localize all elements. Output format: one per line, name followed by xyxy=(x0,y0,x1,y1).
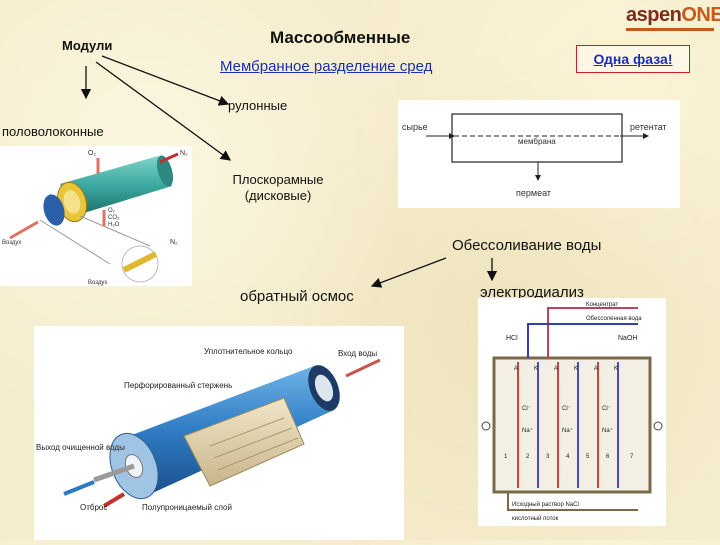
membrane-a3: A xyxy=(594,366,598,372)
arrow-air-in xyxy=(9,220,39,240)
co2-label: CO₂ xyxy=(108,215,120,221)
purified-out-label: Выход очищенной воды xyxy=(36,443,125,452)
electrode-right xyxy=(653,421,663,431)
n2-label: N₂ xyxy=(180,150,188,157)
naoh-label: NaOH xyxy=(618,335,637,342)
ro-cylinder xyxy=(93,365,340,500)
chamber-5: 5 xyxy=(586,454,590,460)
main-title: Массообменные xyxy=(270,28,411,47)
o2-sub-label: O₂ xyxy=(108,208,116,214)
reject-arrow xyxy=(102,492,126,508)
chloride-1: Cl⁻ xyxy=(522,406,531,412)
air-label-2: Воздух xyxy=(88,280,107,286)
perforated-core-label: Перфорированный стержень xyxy=(124,381,232,390)
logo-suffix: ONE xyxy=(681,4,720,26)
logo-prefix: aspen xyxy=(626,4,682,26)
desalted-line xyxy=(527,323,638,358)
semi-permeable-label: Полупроницаемый слой xyxy=(142,503,232,512)
plate-frame-label: Плоскорамные (дисковые) xyxy=(232,172,324,203)
membrane-k2: K xyxy=(574,366,578,372)
hcl-label: HCl xyxy=(506,335,518,342)
sodium-2: Na⁺ xyxy=(562,427,573,434)
membrane-label: мембрана xyxy=(518,137,556,146)
retentate-label: ретентат xyxy=(630,122,667,132)
sodium-3: Na⁺ xyxy=(602,427,613,434)
purified-arrow xyxy=(63,480,95,496)
electrodialysis-label: электродиализ xyxy=(480,284,584,301)
arrow-to-rolled xyxy=(101,55,230,106)
reverse-osmosis-diagram: Уплотнительное кольцо Вход воды Перфорир… xyxy=(34,326,404,540)
water-in-arrow xyxy=(345,358,381,378)
rolled-label: рулонные xyxy=(228,98,288,113)
chamber-1: 1 xyxy=(504,454,508,460)
one-phase-link[interactable]: Одна фаза! xyxy=(593,51,673,67)
sodium-1: Na⁺ xyxy=(522,427,533,434)
chloride-3: Cl⁻ xyxy=(602,406,611,412)
arrow-n2 xyxy=(159,152,179,164)
chamber-4: 4 xyxy=(566,454,570,460)
modules-label: Модули xyxy=(62,38,113,53)
chloride-2: Cl⁻ xyxy=(562,406,571,412)
chamber-2: 2 xyxy=(526,454,530,460)
permeate-label: пермеат xyxy=(516,188,551,198)
feed-label: Исходный раствор NaCl xyxy=(512,501,579,508)
concentrate-line xyxy=(547,307,638,358)
ed-membranes xyxy=(517,362,619,488)
desalted-label: Обессоленная вода xyxy=(586,316,642,322)
hollow-fiber-label: половолоконные xyxy=(2,124,104,139)
n2-sub-label: N₂ xyxy=(170,239,178,246)
membrane-k3: K xyxy=(614,366,618,372)
h2o-label: H₂O xyxy=(108,222,120,228)
electrode-left xyxy=(481,421,491,431)
one-phase-box: Одна фаза! xyxy=(576,45,690,73)
ed-cell-frame xyxy=(492,356,652,494)
reverse-osmosis-label: обратный осмос xyxy=(240,288,354,305)
fiber-detail xyxy=(121,245,159,283)
membrane-separation-link[interactable]: Мембранное разделение сред xyxy=(220,58,433,75)
o2-label: O₂ xyxy=(88,150,96,157)
membrane-a2: A xyxy=(554,366,558,372)
reject-label: Отброс xyxy=(80,503,107,512)
chamber-7: 7 xyxy=(630,454,634,460)
feed-line xyxy=(507,492,638,511)
membrane-scheme-diagram: сырье ретентат мембрана пермеат xyxy=(398,100,680,208)
air-label-1: Воздух xyxy=(2,240,21,246)
water-in-label: Вход воды xyxy=(338,349,377,358)
aspen-one-logo: aspenONE xyxy=(626,4,720,27)
concentrate-label: Концентрат xyxy=(586,302,618,308)
hollow-cylinder xyxy=(43,155,174,226)
chamber-6: 6 xyxy=(606,454,610,460)
arrow-to-ro xyxy=(370,257,447,288)
desalination-label: Обессоливание воды xyxy=(452,237,602,254)
electrodialysis-diagram: Концентрат Обессоленная вода HCl NaOH A … xyxy=(478,298,666,526)
membrane-a1: A xyxy=(514,366,518,372)
feed2-label: кислотный поток xyxy=(512,515,559,522)
chamber-3: 3 xyxy=(546,454,550,460)
arrow-to-plate xyxy=(95,61,232,161)
logo-underline xyxy=(626,28,714,31)
hollow-fiber-diagram: O₂ N₂ O₂ CO₂ H₂O N₂ Воздух Воздух xyxy=(0,146,192,286)
collector-ring-label: Уплотнительное кольцо xyxy=(204,347,293,356)
membrane-k1: K xyxy=(534,366,538,372)
feed-label: сырье xyxy=(402,122,428,132)
